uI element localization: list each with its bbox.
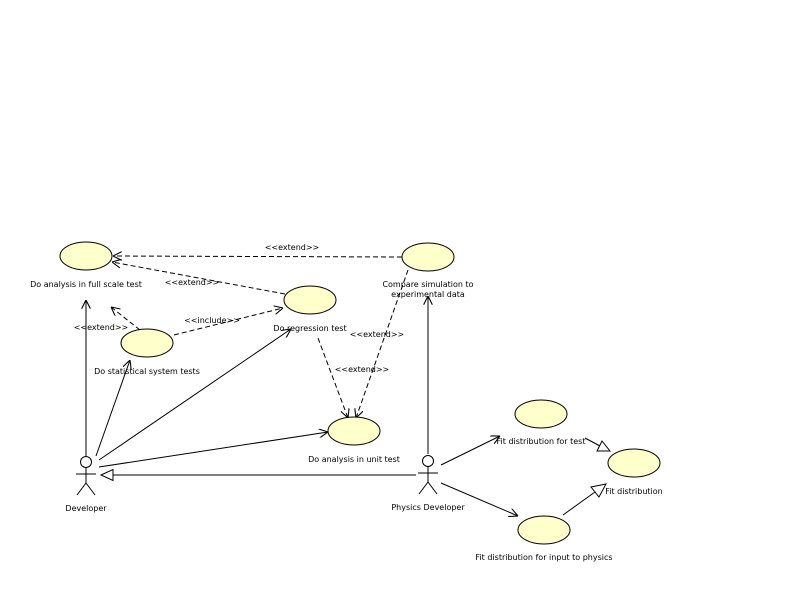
fit-test-generalization-line — [584, 437, 601, 447]
label-fit-distribution-test: Fit distribution for test — [497, 437, 586, 446]
label-unit-test: Do analysis in unit test — [308, 455, 400, 464]
physics-developer-head — [422, 455, 434, 467]
use-case-fit-distribution[interactable] — [607, 448, 661, 478]
physdev-to-fit-test-association — [440, 436, 500, 466]
label-compare-simulation-line2: experimental data — [391, 290, 465, 299]
fit-input-generalization-line — [562, 491, 596, 516]
developer-to-unit-association — [98, 432, 328, 468]
extend-compare-to-full-arrow — [113, 256, 403, 257]
label-fit-distribution: Fit distribution — [605, 487, 663, 496]
extend-compare-to-unit-arrow — [356, 269, 409, 418]
fit-test-generalization-arrowhead — [596, 440, 612, 452]
label-compare-simulation-line1: Compare simulation to — [382, 280, 473, 289]
use-case-fit-distribution-test[interactable] — [514, 399, 568, 429]
extend-regression-to-unit-arrow — [317, 337, 348, 418]
developer-to-statistical-association — [95, 360, 130, 457]
use-case-compare-simulation[interactable] — [401, 242, 455, 272]
generalization-arrowhead — [99, 468, 114, 482]
stereotype-extend-regression-to-unit: <<extend>> — [335, 365, 390, 374]
label-statistical: Do statistical system tests — [94, 367, 200, 376]
developer-head — [80, 456, 92, 468]
use-case-regression[interactable] — [283, 285, 337, 315]
extend-stat-to-full-arrow — [111, 307, 141, 331]
developer-left-leg — [76, 482, 87, 496]
stereotype-extend-stat-to-full: <<extend>> — [74, 323, 129, 332]
stereotype-include-stat-regression: <<include>> — [184, 316, 240, 325]
physics-developer-right-leg — [427, 481, 438, 495]
use-case-unit-test[interactable] — [327, 416, 381, 446]
connectors — [86, 256, 612, 516]
actor-developer[interactable] — [76, 456, 96, 496]
use-case-statistical[interactable] — [120, 328, 174, 358]
use-case-full-scale[interactable] — [59, 241, 113, 271]
label-physics-developer: Physics Developer — [391, 503, 465, 512]
fit-input-generalization-arrowhead — [590, 483, 607, 498]
use-case-fit-distribution-input[interactable] — [517, 515, 571, 545]
label-regression: Do regression test — [273, 324, 346, 333]
physics-developer-left-leg — [418, 481, 429, 495]
labels: Do analysis in full scale test Compare s… — [30, 243, 663, 562]
developer-to-regression-association — [98, 329, 291, 461]
label-developer: Developer — [65, 504, 107, 513]
label-fit-distribution-input: Fit distribution for input to physics — [475, 553, 612, 562]
physdev-to-fit-input-association — [440, 482, 518, 516]
stereotype-extend-compare-to-unit: <<extend>> — [350, 330, 405, 339]
stereotype-extend-compare-to-full: <<extend>> — [265, 243, 320, 252]
extend-regression-to-full-arrow — [112, 262, 286, 295]
label-full-scale: Do analysis in full scale test — [30, 280, 142, 289]
use-cases — [59, 241, 661, 545]
developer-right-leg — [85, 482, 96, 496]
include-stat-regression-arrow — [173, 308, 283, 336]
actor-physics-developer[interactable] — [418, 455, 438, 495]
stereotype-extend-regression-to-full: <<extend>> — [165, 278, 220, 287]
